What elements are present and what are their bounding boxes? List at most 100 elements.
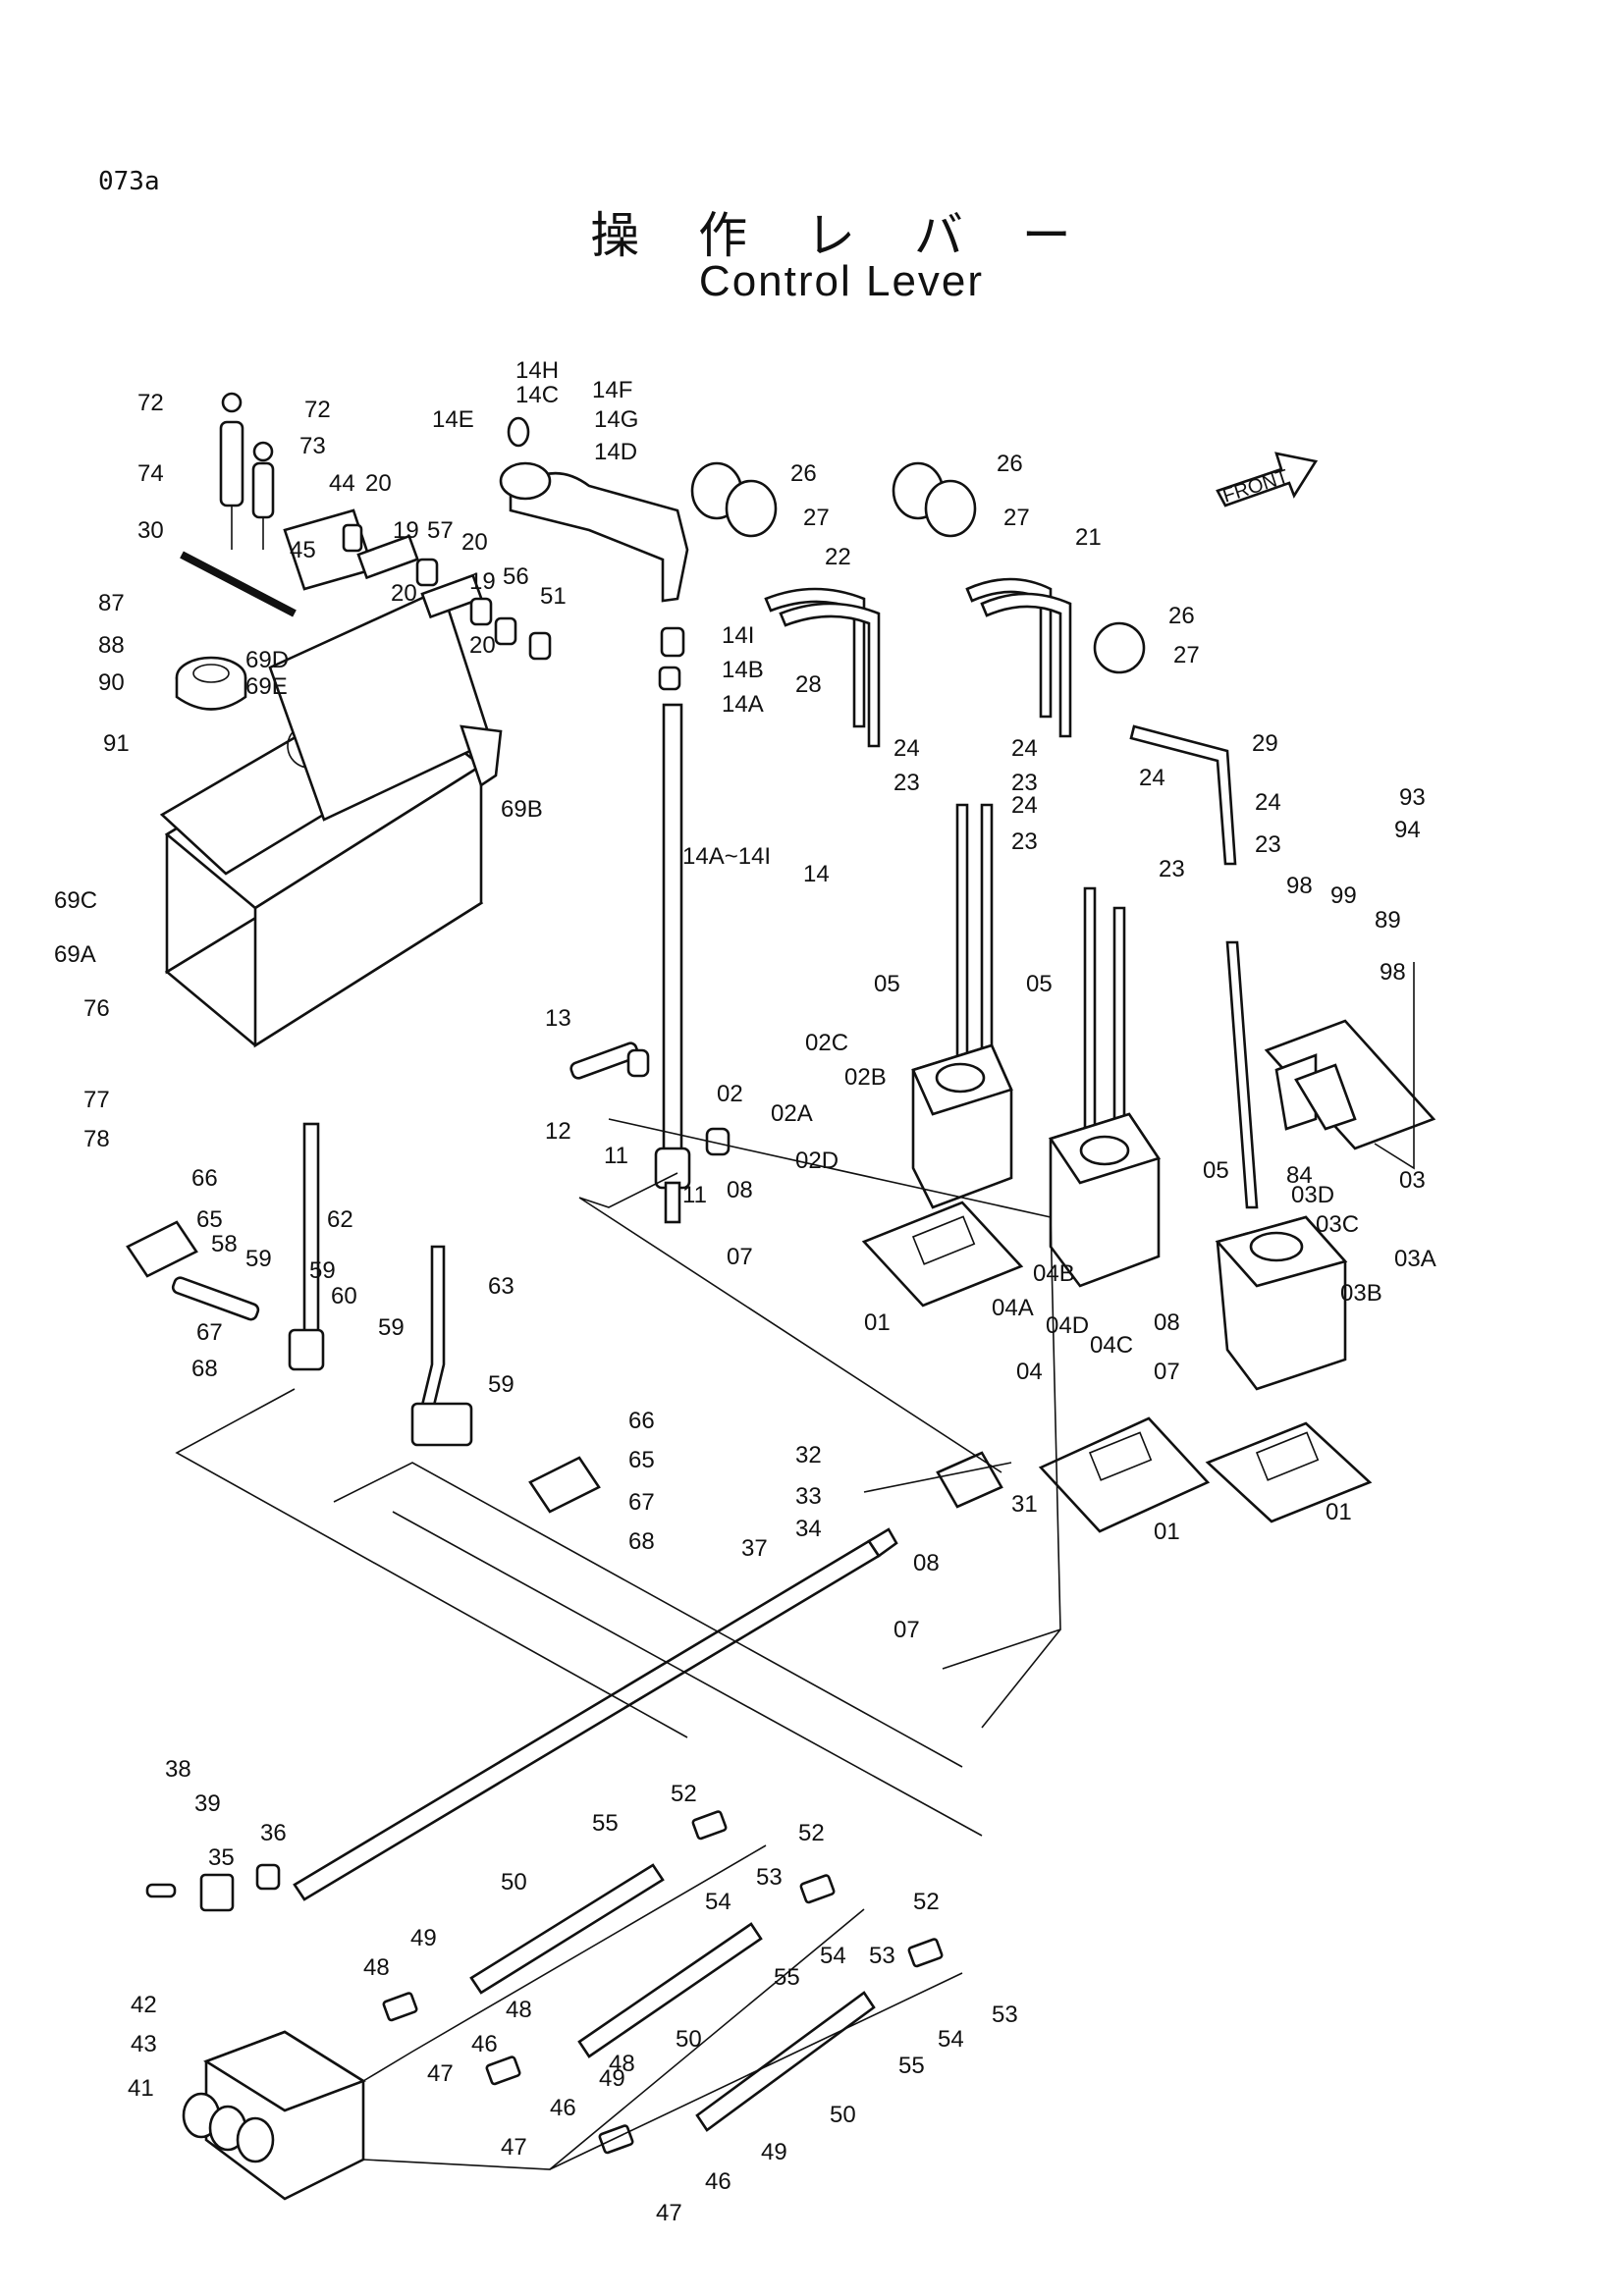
callout: 67 [196, 1319, 223, 1346]
callout: 54 [705, 1889, 731, 1915]
clevis-31 [936, 1451, 1003, 1509]
callout: 68 [191, 1356, 218, 1382]
callout: 94 [1394, 817, 1421, 843]
pin-bushings-11-12 [569, 1041, 731, 1156]
callout: 04A [992, 1295, 1034, 1321]
callout: 57 [427, 517, 454, 544]
callout: 24 [1011, 792, 1038, 819]
callout-labels: 72 72 73 74 30 44 20 45 19 57 20 20 19 5… [54, 357, 1436, 2226]
callout: 45 [290, 537, 316, 563]
callout: 55 [774, 1964, 800, 1991]
fittings-35-36 [145, 1863, 281, 1912]
callout: 08 [727, 1177, 753, 1203]
callout: 04B [1033, 1260, 1075, 1287]
callout: 34 [795, 1516, 822, 1542]
callout: 20 [365, 470, 392, 497]
rods-50 [469, 1863, 876, 2132]
callout: 58 [211, 1231, 238, 1257]
callout: 03 [1399, 1167, 1426, 1194]
clevises-52 [691, 1810, 944, 1968]
callout: 98 [1286, 873, 1313, 899]
callout: 08 [913, 1550, 940, 1576]
front-arrow-icon: FRONT [1216, 452, 1319, 507]
callout: 20 [469, 632, 496, 659]
callout: 14D [594, 439, 637, 465]
page-code: 073a [98, 167, 160, 196]
callout: 52 [913, 1889, 940, 1915]
callout: 05 [1203, 1157, 1229, 1184]
callout: 69A [54, 941, 96, 968]
callout: 53 [756, 1864, 783, 1891]
callout: 54 [820, 1943, 846, 1969]
callout: 55 [898, 2053, 925, 2079]
callout: 24 [1011, 735, 1038, 762]
callout: 11 [682, 1182, 707, 1208]
callout: 20 [391, 580, 417, 607]
callout: 07 [1154, 1359, 1180, 1385]
title-english: Control Lever [698, 257, 985, 305]
switch-assembly [283, 508, 552, 661]
callout: 99 [1330, 882, 1357, 909]
callout: 01 [864, 1309, 891, 1336]
callout: 04 [1016, 1359, 1043, 1385]
callout: 27 [1173, 642, 1200, 668]
callout: 59 [488, 1371, 514, 1398]
callout: 03D [1291, 1182, 1334, 1208]
callout: 28 [795, 671, 822, 698]
callout: 20 [461, 529, 488, 556]
callout: 31 [1011, 1491, 1038, 1518]
solenoid-90 [175, 656, 247, 711]
callout: 14E [432, 406, 474, 433]
bracket-84 [1264, 1019, 1436, 1150]
callout: 02B [844, 1064, 887, 1091]
callout: 49 [761, 2139, 787, 2165]
main-lever-14 [499, 416, 691, 1224]
callout: 03A [1394, 1246, 1436, 1272]
callout: 69B [501, 796, 543, 823]
callout: 60 [331, 1283, 357, 1309]
callout: 21 [1075, 524, 1102, 551]
callout: 53 [869, 1943, 895, 1969]
callout: 14G [594, 406, 638, 433]
callout: 24 [1255, 789, 1281, 816]
callout: 65 [196, 1206, 223, 1233]
callout: 50 [501, 1869, 527, 1896]
callout: 74 [137, 460, 164, 487]
callout: 02D [795, 1148, 839, 1174]
callout: 26 [790, 460, 817, 487]
callout: 26 [997, 451, 1023, 477]
valve-03 [1215, 940, 1348, 1391]
callout: 59 [309, 1257, 336, 1284]
callout: 43 [131, 2031, 157, 2057]
callout: 05 [1026, 971, 1053, 997]
callout: 65 [628, 1447, 655, 1473]
callout: 41 [128, 2075, 154, 2102]
callout: 46 [471, 2031, 498, 2057]
callout: 42 [131, 1992, 157, 2018]
valve-block-41 [182, 2030, 366, 2201]
callout: 38 [165, 1756, 191, 1783]
callout: 19 [393, 517, 419, 544]
callout: 49 [410, 1925, 437, 1951]
callout: 23 [893, 770, 920, 796]
callout: 69C [54, 887, 97, 914]
callout: 23 [1255, 831, 1281, 858]
plate-69b [268, 587, 503, 822]
callout: 93 [1399, 784, 1426, 811]
callout: 29 [1252, 730, 1278, 757]
callout: 24 [893, 735, 920, 762]
callout: 54 [938, 2026, 964, 2053]
callout: 07 [727, 1244, 753, 1270]
callout: 14H [515, 357, 559, 384]
callout: 23 [1159, 856, 1185, 882]
base-plates-01 [861, 1201, 1373, 1533]
callout: 72 [137, 390, 164, 416]
rod-37 [293, 1527, 898, 1901]
callout: 88 [98, 632, 125, 659]
rod-30 [180, 551, 297, 617]
title-japanese: 操 作 レ バ ー [590, 207, 1093, 264]
clevises-48 [382, 1992, 634, 2155]
callout: 50 [676, 2026, 702, 2053]
callout: 48 [609, 2051, 635, 2077]
callout: 03C [1316, 1211, 1359, 1238]
